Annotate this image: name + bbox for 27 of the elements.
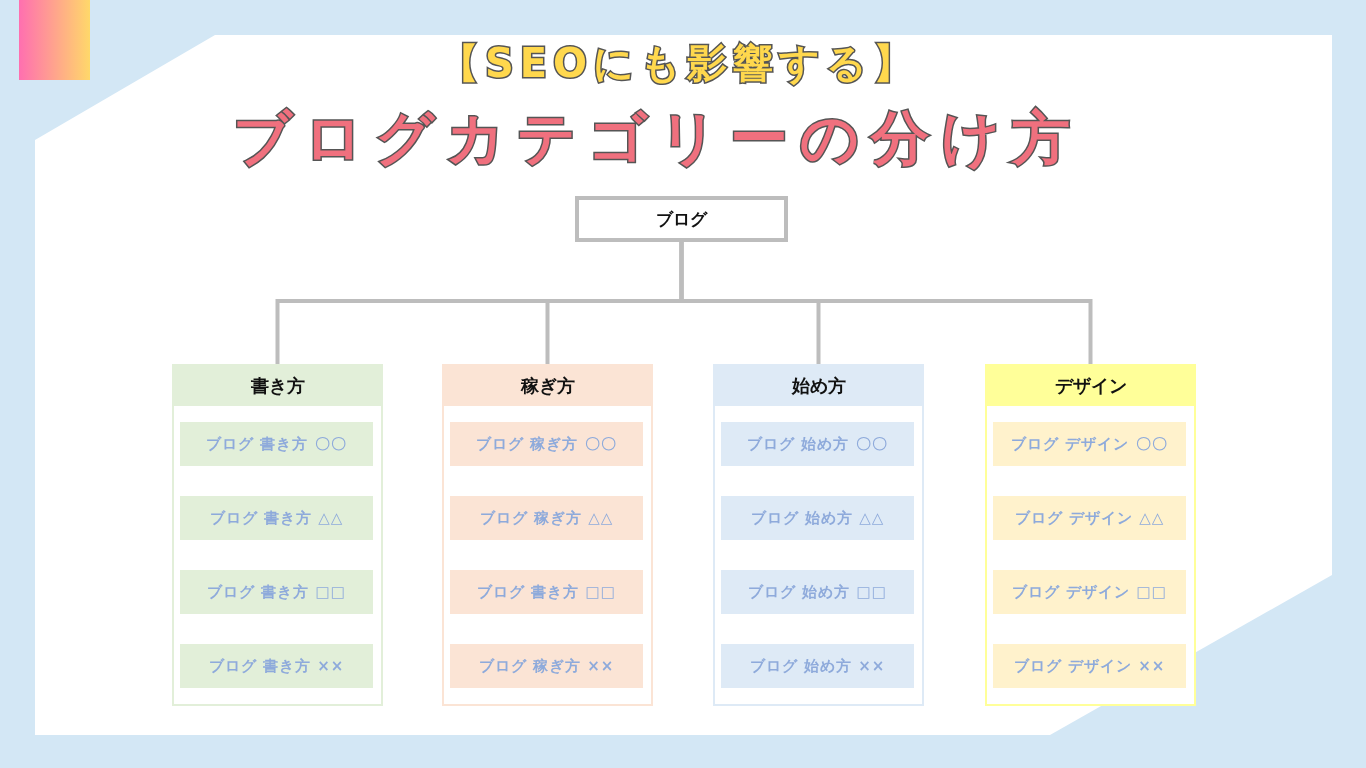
subcategory-box: ブログ 稼ぎ方 ×× [450,644,643,688]
subcategory-box: ブログ 書き方 □□ [450,570,643,614]
category-heading: 書き方 [250,375,305,397]
subcategory-box: ブログ 稼ぎ方 〇〇 [450,422,643,466]
subcategory-box: ブログ デザイン 〇〇 [993,422,1186,466]
category-heading: デザイン [1054,375,1127,397]
subcategory-box: ブログ デザイン □□ [993,570,1186,614]
category-column [172,364,383,706]
subcategory-box: ブログ 書き方 ×× [180,644,373,688]
root-box: ブログ [575,196,788,242]
subcategory-box: ブログ 始め方 □□ [721,570,914,614]
subcategory-box: ブログ 始め方 〇〇 [721,422,914,466]
category-column [985,364,1196,706]
category-heading: 稼ぎ方 [520,375,575,397]
subcategory-box: ブログ 書き方 □□ [180,570,373,614]
category-column [442,364,653,706]
category-heading: 始め方 [791,375,846,397]
subcategory-box: ブログ デザイン △△ [993,496,1186,540]
title: ブログカテゴリーの分け方 [231,103,1083,174]
subtitle: 【SEOにも影響する】 [437,39,921,88]
subcategory-box: ブログ 書き方 △△ [180,496,373,540]
subcategory-box: ブログ 始め方 △△ [721,496,914,540]
subcategory-box: ブログ 書き方 〇〇 [180,422,373,466]
subcategory-box: ブログ デザイン ×× [993,644,1186,688]
subcategory-box: ブログ 稼ぎ方 △△ [450,496,643,540]
subcategory-box: ブログ 始め方 ×× [721,644,914,688]
category-column [713,364,924,706]
